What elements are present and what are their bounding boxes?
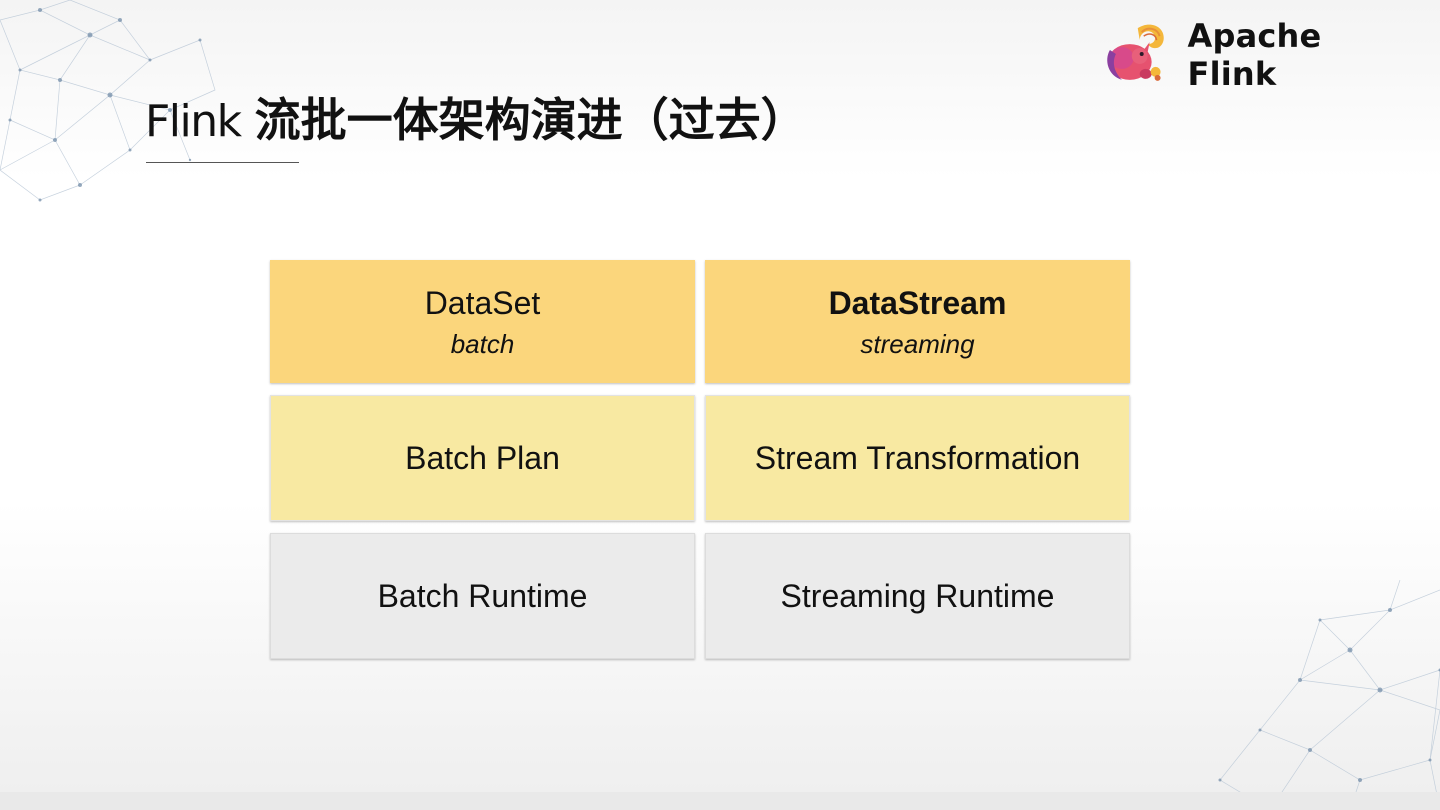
title-chinese: 流批一体架构演进（过去） [255,84,807,150]
batch-runtime-label: Batch Runtime [378,576,588,616]
streaming-runtime-box: Streaming Runtime [705,533,1130,659]
batch-plan-label: Batch Plan [405,438,560,478]
dataset-api-box: DataSet batch [270,260,695,383]
brand-name: Apache Flink [1188,17,1420,93]
streaming-runtime-label: Streaming Runtime [781,576,1055,616]
datastream-api-box: DataStream streaming [705,260,1130,383]
apache-flink-logo: Apache Flink [1100,18,1420,92]
stream-transformation-label: Stream Transformation [755,438,1080,478]
batch-runtime-box: Batch Runtime [270,533,695,659]
datastream-sublabel: streaming [860,327,974,361]
dataset-sublabel: batch [451,327,515,361]
dataset-label: DataSet [425,283,541,323]
title-english: Flink [145,96,241,147]
page-title: Flink 流批一体架构演进（过去） [145,84,807,150]
datastream-label: DataStream [829,283,1007,323]
batch-plan-box: Batch Plan [270,395,695,521]
stream-transformation-box: Stream Transformation [705,395,1130,521]
architecture-diagram: DataSet batch DataStream streaming Batch… [270,260,1132,660]
network-decoration-bottom-right [1200,580,1440,810]
bottom-band [0,792,1440,810]
flink-squirrel-logo-icon [1100,20,1170,90]
title-underline [146,162,299,163]
